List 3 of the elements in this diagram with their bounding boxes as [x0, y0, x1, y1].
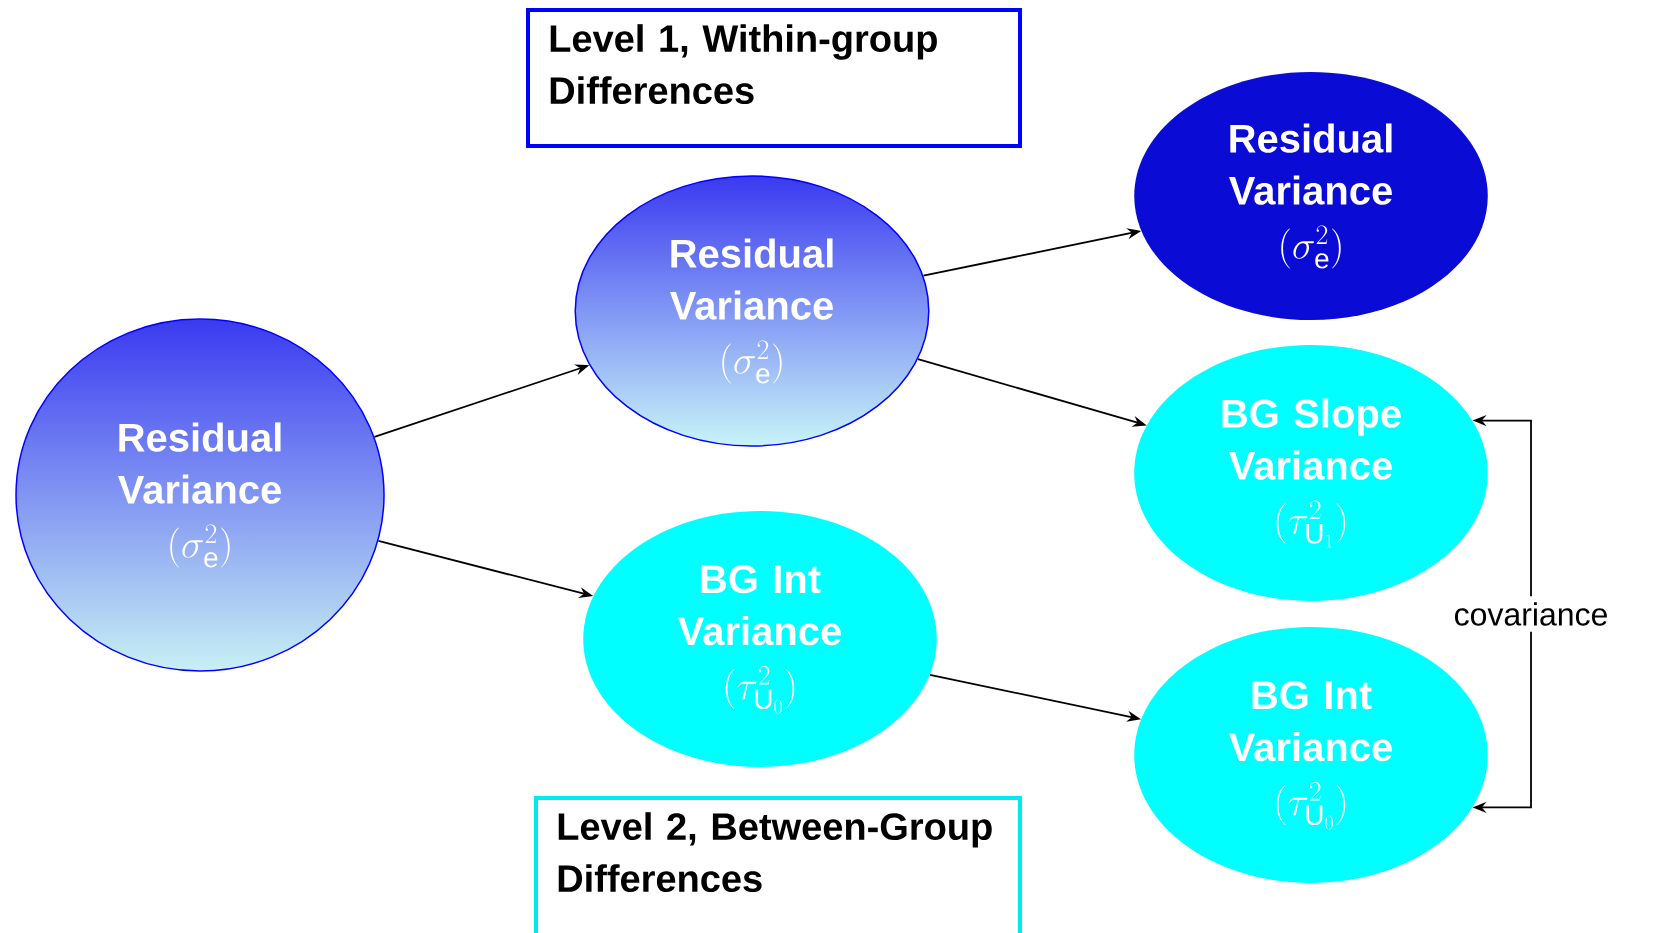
- edge-label: covariance: [1455, 602, 1607, 626]
- text-box: Level 2, Between-Group Differences: [534, 796, 1022, 933]
- text-box: Level 1, Within-group Differences: [526, 8, 1022, 148]
